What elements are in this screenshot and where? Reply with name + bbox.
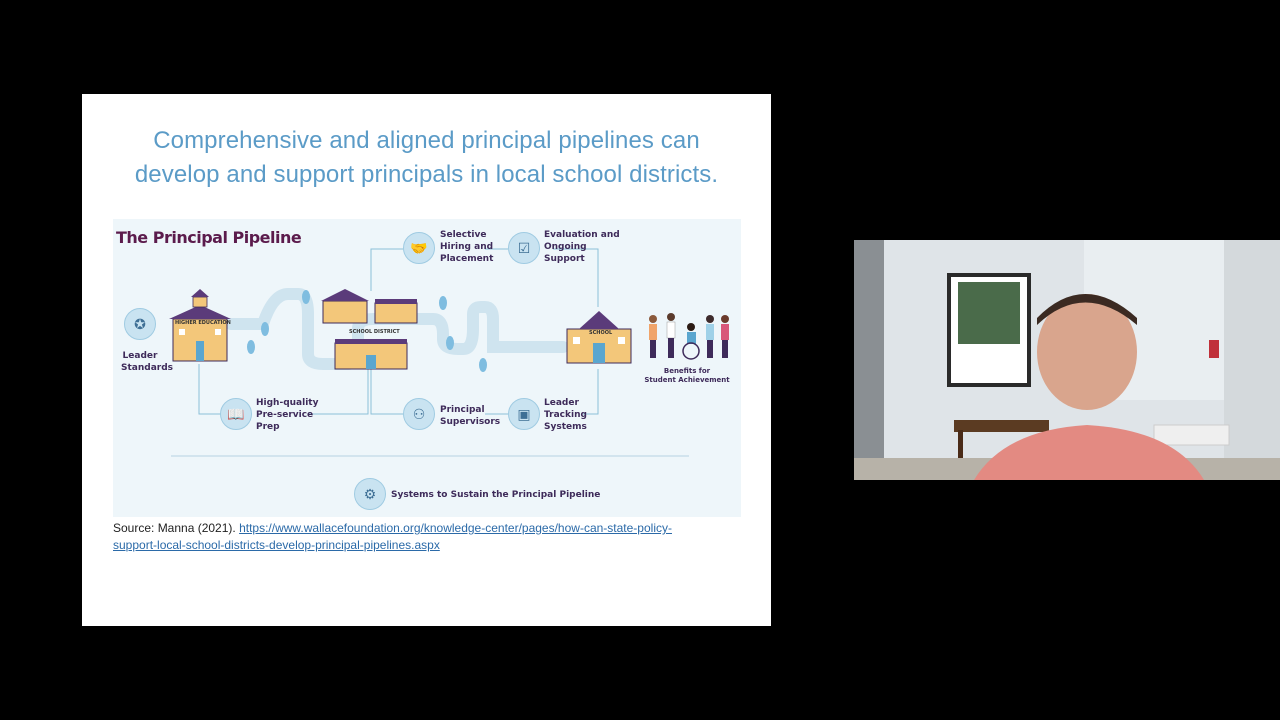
monitor-chart-icon: ▣ — [508, 398, 540, 430]
trees — [247, 290, 487, 372]
network-icon: ⚙ — [354, 478, 386, 510]
source-prefix: Source: Manna (2021). — [113, 521, 240, 535]
figure-title: The Principal Pipeline — [116, 228, 302, 247]
hierarchy-icon: ⚇ — [403, 398, 435, 430]
school-label: SCHOOL — [589, 330, 613, 336]
school-district-label: SCHOOL DISTRICT — [349, 329, 400, 335]
students-illustration — [649, 313, 729, 360]
source-link[interactable]: https://www.wallacefoundation.org/knowle… — [113, 521, 672, 552]
slide-title-line-1: Comprehensive and aligned principal pipe… — [153, 127, 700, 154]
school-district-buildings — [321, 289, 418, 370]
presentation-slide: Comprehensive and aligned principal pipe… — [82, 94, 771, 626]
book-icon: 📖 — [220, 398, 252, 430]
school-building — [566, 311, 632, 364]
handshake-icon: 🤝 — [403, 232, 435, 264]
award-ribbon-icon: ✪ — [124, 308, 156, 340]
slide-title: Comprehensive and aligned principal pipe… — [82, 124, 771, 192]
source-citation: Source: Manna (2021). https://www.wallac… — [113, 520, 753, 554]
higher-education-label: HIGHER EDUCATION — [175, 320, 231, 326]
sustain-systems-label: Systems to Sustain the Principal Pipelin… — [391, 490, 601, 500]
pipeline-illustration — [169, 248, 729, 457]
presenter-webcam-image — [854, 240, 1280, 480]
presenter-video — [854, 240, 1280, 480]
higher-education-building — [169, 289, 231, 362]
slide-title-line-2: develop and support principals in local … — [134, 161, 719, 188]
checklist-icon: ☑ — [508, 232, 540, 264]
